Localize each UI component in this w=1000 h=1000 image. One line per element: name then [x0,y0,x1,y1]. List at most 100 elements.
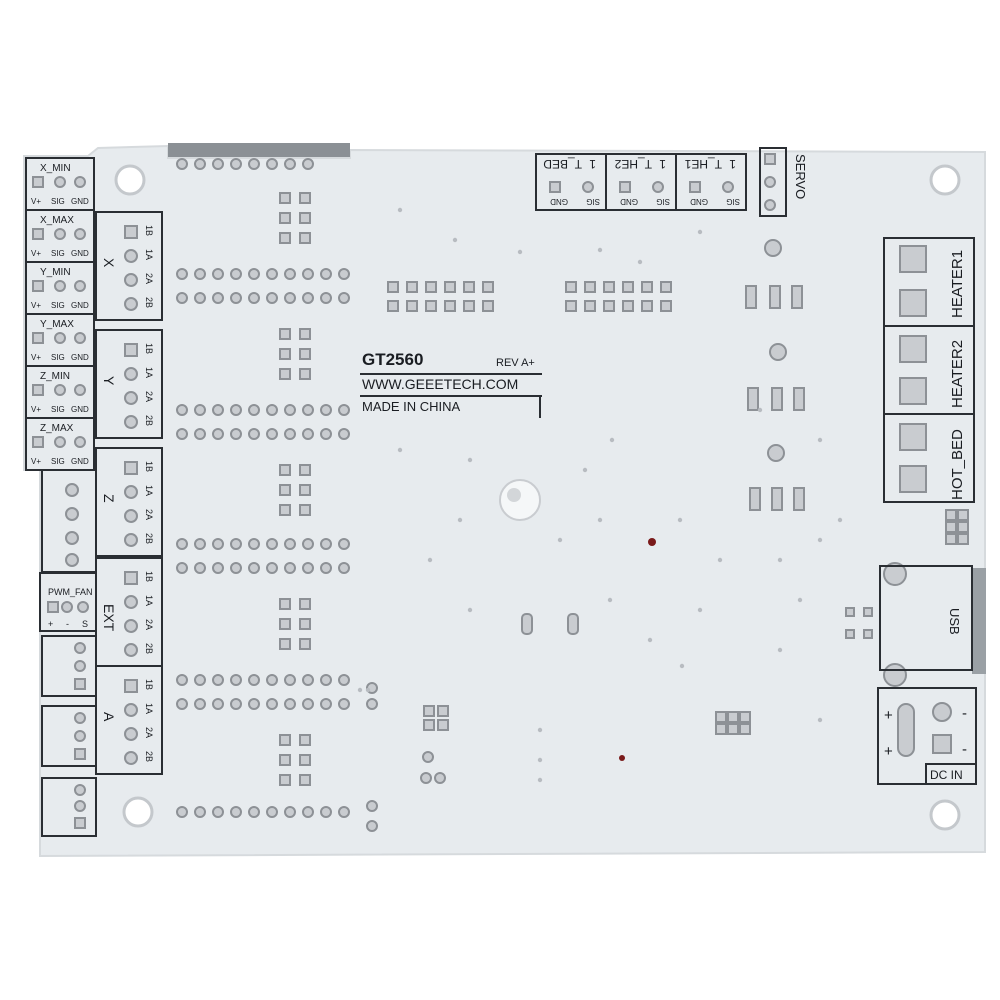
mosfet-pads [745,239,805,511]
center-pad [422,751,434,763]
socket-pin [366,800,378,812]
socket-pin [248,562,260,574]
socket-pin [279,734,291,746]
pwm-fan-connector: PWM_FAN + - S [39,572,97,632]
endstop-pin [32,176,44,188]
socket-pin [338,404,350,416]
socket-pin [279,504,291,516]
motor-pin-label: 2B [144,643,154,654]
via [427,557,433,563]
hotbed-terminal-2 [899,465,927,493]
socket-pin [284,538,296,550]
dc-in-plus-1: + [884,707,893,724]
socket-pin [279,774,291,786]
motor-pin [124,679,138,693]
center-pad [715,723,727,735]
endstop-pin [32,228,44,240]
socket-pin [302,538,314,550]
dc-in-minus-1: - [962,705,967,722]
socket-pin [212,292,224,304]
socket-pin [338,698,350,710]
via [817,437,823,443]
via [837,517,843,523]
socket-pin [279,618,291,630]
endstop-pin [32,436,44,448]
dc-in-connector: DC IN + + - - [877,687,977,785]
motor-pin-label: 2A [144,509,154,520]
endstop-pin [54,384,66,396]
endstop-pin [32,280,44,292]
socket-pin [320,428,332,440]
socket-pin [366,698,378,710]
center-pad [622,300,634,312]
top-connector-edge [168,143,350,157]
motor-pin-label: 1A [144,485,154,496]
motor-pin [124,727,138,741]
motor-pin [124,751,138,765]
socket-pin [248,404,260,416]
socket-pin [284,428,296,440]
via [777,557,783,563]
motor-pin [124,225,138,239]
website: WWW.GEEETECH.COM [362,376,518,392]
motor-pin [124,703,138,717]
motor-label: EXT [101,604,117,632]
socket-pin [279,484,291,496]
socket-pin [320,404,332,416]
center-pad [660,281,672,293]
center-pad [425,300,437,312]
motor-pin-label: 1A [144,595,154,606]
endstop-pin [54,280,66,292]
revision: REV A+ [496,357,535,369]
socket-pin [194,292,206,304]
endstop-pin [74,332,86,344]
motor-pin-label: 2A [144,619,154,630]
via [697,229,703,235]
thermistor-pin-label: SIG [656,197,670,206]
socket-pin [284,292,296,304]
servo-connector: SERVO [759,147,808,217]
via [537,757,543,763]
pwm-fan-pin-plus: + [48,619,53,629]
motor-label: X [101,258,117,268]
socket-pin [212,806,224,818]
via [597,517,603,523]
socket-pin [302,428,314,440]
motor-label: Y [101,376,117,386]
pwm-fan-pin-s: S [82,619,88,629]
endstop-pin [74,384,86,396]
motor-pin-label: 2B [144,297,154,308]
center-pad [565,281,577,293]
thermistor-label: T_HE1 [684,157,722,171]
center-pad [387,300,399,312]
socket-pin [248,158,260,170]
thermistor-number: 1 [729,157,736,171]
via [697,607,703,613]
socket-pin [279,598,291,610]
socket-pin [194,562,206,574]
socket-pin [230,698,242,710]
socket-pin [176,292,188,304]
hotbed-terminal-1 [899,423,927,451]
center-pad [603,300,615,312]
endstop-label: X_MAX [40,215,74,226]
z-pin [65,483,79,497]
motor-pin-label: 2A [144,727,154,738]
aux-connectors-left [41,635,97,837]
socket-pin [248,674,260,686]
socket-pin [284,158,296,170]
red-dot [648,538,656,546]
socket-pin [338,268,350,280]
socket-pin [266,292,278,304]
motor-pin-label: 2A [144,273,154,284]
endstop-label: Y_MIN [40,267,71,278]
socket-pin [212,674,224,686]
center-pad [641,281,653,293]
via [679,663,685,669]
center-pad [739,723,751,735]
center-pad [567,613,579,635]
thermistor-pin [549,181,561,193]
socket-pin [176,428,188,440]
